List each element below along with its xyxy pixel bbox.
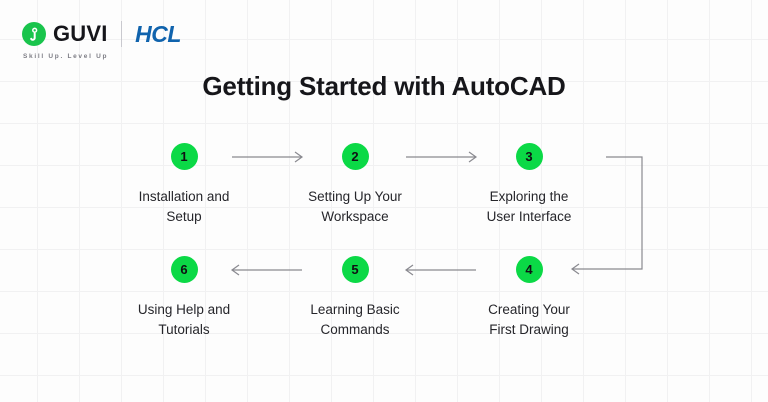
page-title: Getting Started with AutoCAD	[202, 71, 566, 101]
step-label: Learning Basic Commands	[310, 302, 400, 337]
guvi-wordmark-row: GUVI	[22, 21, 108, 47]
step-label: Setting Up Your Workspace	[308, 189, 402, 224]
step-number-badge: 3	[515, 143, 543, 170]
guvi-tagline: Skill Up. Level Up	[23, 53, 109, 60]
step-number-badge: 4	[515, 256, 543, 283]
flow-step-3[interactable]: 3 Exploring the User Interface	[454, 143, 604, 227]
flow-step-4[interactable]: 4 Creating Your First Drawing	[454, 256, 604, 340]
guvi-wordmark: GUVI	[53, 21, 108, 46]
step-label: Using Help and Tutorials	[137, 302, 231, 337]
brand-divider	[121, 21, 123, 47]
arrow-step3-to-step4	[570, 150, 660, 275]
brand-lockup: GUVI Skill Up. Level Up HCL	[22, 21, 181, 60]
step-number-badge: 6	[170, 256, 198, 283]
step-number-badge: 1	[170, 143, 198, 170]
flow-step-1[interactable]: 1 Installation and Setup	[109, 143, 259, 227]
flow-step-2[interactable]: 2 Setting Up Your Workspace	[280, 143, 430, 227]
flow-step-6[interactable]: 6 Using Help and Tutorials	[109, 256, 259, 340]
step-label: Creating Your First Drawing	[488, 302, 570, 337]
step-number-badge: 5	[341, 256, 369, 283]
step-label: Exploring the User Interface	[486, 189, 572, 224]
flow-step-5[interactable]: 5 Learning Basic Commands	[280, 256, 430, 340]
hcl-wordmark: HCL	[135, 21, 181, 47]
guvi-g-mark-icon	[22, 22, 46, 46]
step-number-badge: 2	[341, 143, 369, 170]
step-label: Installation and Setup	[138, 189, 230, 224]
guvi-brand: GUVI Skill Up. Level Up	[22, 21, 108, 60]
